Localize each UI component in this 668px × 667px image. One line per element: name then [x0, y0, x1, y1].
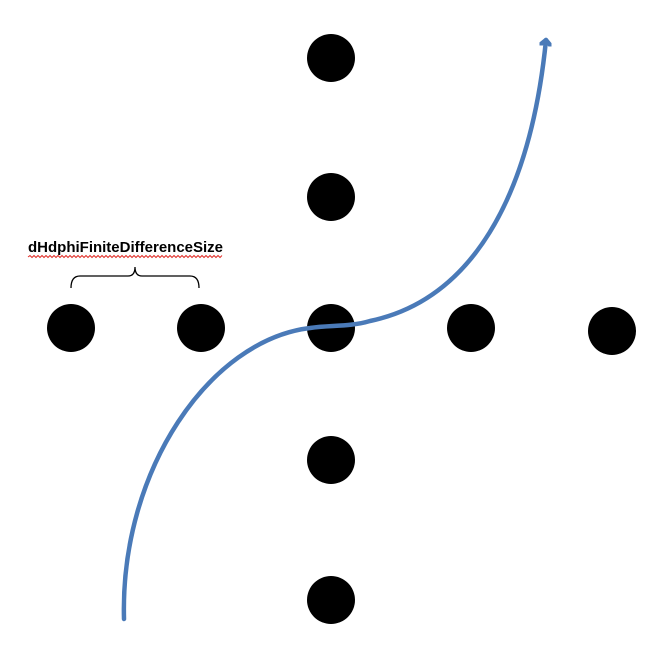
grid-dot-right	[447, 304, 495, 352]
spellcheck-underline	[27, 254, 223, 259]
grid-dot-top	[307, 34, 355, 82]
grid-dot-upper	[307, 173, 355, 221]
grid-dot-far-right	[588, 307, 636, 355]
grid-dot-bottom	[307, 576, 355, 624]
curve-arrow	[121, 37, 546, 622]
spacing-bracket	[70, 266, 200, 289]
grid-dot-lower	[307, 436, 355, 484]
finite-difference-size-label: dHdphiFiniteDifferenceSize	[28, 239, 223, 256]
grid-dot-far-left	[47, 304, 95, 352]
dot-grid	[47, 34, 636, 624]
grid-dot-left	[177, 304, 225, 352]
